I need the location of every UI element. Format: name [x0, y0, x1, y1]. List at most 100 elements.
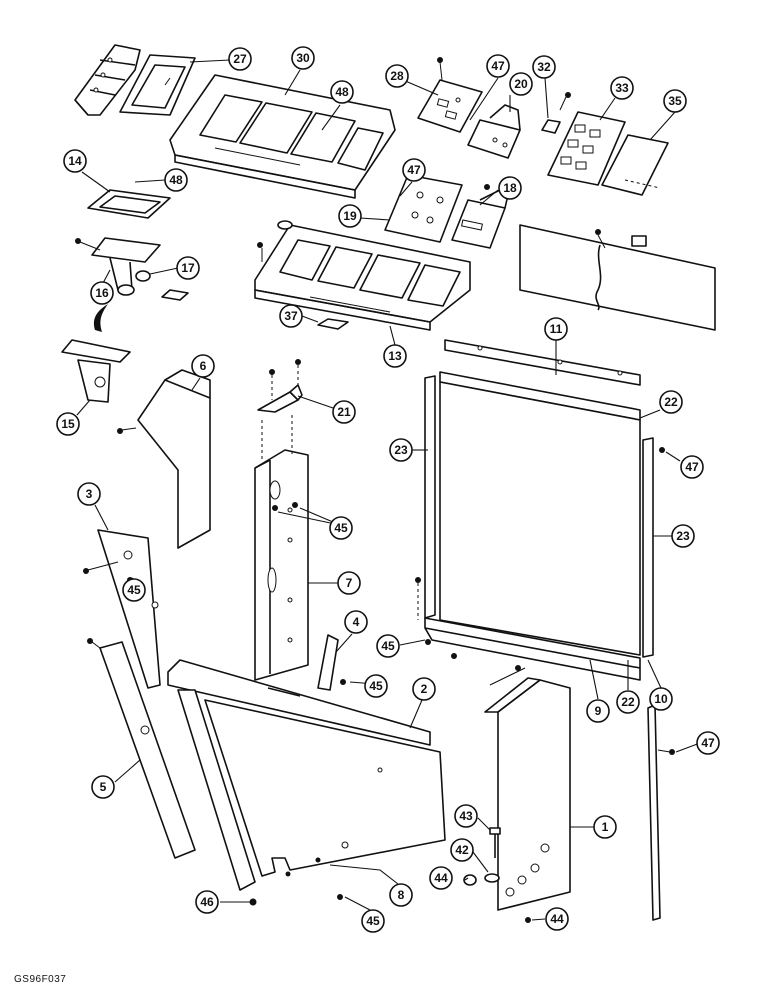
- callout-8: 8: [389, 883, 413, 907]
- callout-10: 10: [649, 687, 673, 711]
- callout-47d: 47: [696, 731, 720, 755]
- part-15-bracket: [61, 339, 131, 403]
- callout-5: 5: [91, 775, 115, 799]
- svg-text:11: 11: [550, 322, 563, 336]
- callout-35: 35: [663, 89, 687, 113]
- svg-text:44: 44: [434, 871, 448, 885]
- callout-23b: 23: [671, 524, 695, 548]
- part-28-plate: [417, 57, 483, 133]
- svg-text:33: 33: [615, 81, 629, 95]
- svg-text:45: 45: [369, 679, 383, 693]
- svg-text:19: 19: [343, 209, 357, 223]
- callout-43: 43: [454, 804, 478, 828]
- svg-text:23: 23: [676, 529, 690, 543]
- svg-text:47: 47: [491, 59, 505, 73]
- svg-text:9: 9: [595, 704, 602, 718]
- bolt-45-lower: [337, 894, 343, 900]
- callout-2: 2: [412, 677, 436, 701]
- callout-9: 9: [586, 699, 610, 723]
- part-30-top-panel: [169, 74, 396, 199]
- part-35-plate: [601, 134, 669, 196]
- callout-14: 14: [63, 149, 87, 173]
- callout-17: 17: [176, 256, 200, 280]
- part-23-strip-left: [424, 375, 436, 619]
- svg-text:6: 6: [200, 359, 207, 373]
- part-7-post: [254, 415, 309, 681]
- svg-text:13: 13: [388, 349, 402, 363]
- svg-text:3: 3: [86, 487, 93, 501]
- callout-47: 47: [486, 54, 510, 78]
- part-6-panel: [117, 369, 211, 549]
- callout-30: 30: [291, 46, 315, 70]
- part-46-fastener: [249, 898, 257, 906]
- callout-45b: 45: [329, 516, 353, 540]
- part-20-bracket: [467, 104, 521, 159]
- callout-48: 48: [330, 80, 354, 104]
- svg-text:20: 20: [514, 77, 528, 91]
- svg-text:48: 48: [169, 173, 183, 187]
- callout-47b: 47: [402, 158, 426, 182]
- callout-1: 1: [593, 815, 617, 839]
- part-37-pad: [317, 318, 349, 330]
- part-14-tray: [87, 189, 171, 219]
- callout-23: 23: [389, 438, 413, 462]
- svg-text:46: 46: [200, 895, 214, 909]
- svg-text:48: 48: [335, 85, 349, 99]
- bolt-45-post-top: [272, 505, 278, 511]
- part-3-panel: [83, 529, 161, 689]
- callout-18: 18: [498, 176, 522, 200]
- svg-text:22: 22: [664, 395, 678, 409]
- part-1-housing: [484, 677, 571, 923]
- part-32-clip: [541, 92, 571, 134]
- callout-16: 16: [90, 281, 114, 305]
- callout-45c: 45: [376, 634, 400, 658]
- callout-42: 42: [450, 838, 474, 862]
- svg-text:14: 14: [68, 154, 82, 168]
- bolt-45-post-top2: [292, 502, 298, 508]
- bolt-45-post: [340, 679, 346, 685]
- callout-4: 4: [344, 610, 368, 634]
- svg-text:17: 17: [181, 261, 195, 275]
- svg-text:45: 45: [127, 583, 141, 597]
- callout-3: 3: [77, 482, 101, 506]
- svg-text:37: 37: [284, 309, 298, 323]
- part-21-gusset: [257, 359, 303, 413]
- svg-text:1: 1: [602, 820, 609, 834]
- callout-22: 22: [659, 390, 683, 414]
- svg-text:44: 44: [550, 912, 564, 926]
- callout-45e: 45: [361, 909, 385, 933]
- svg-text:42: 42: [455, 843, 469, 857]
- callout-13: 13: [383, 344, 407, 368]
- svg-text:7: 7: [346, 576, 353, 590]
- part-9-rail: [424, 617, 641, 681]
- svg-text:15: 15: [61, 417, 75, 431]
- svg-text:16: 16: [95, 286, 109, 300]
- svg-text:47: 47: [407, 163, 421, 177]
- callout-6: 6: [191, 354, 215, 378]
- callout-20: 20: [509, 72, 533, 96]
- figure-code: GS96F037: [14, 974, 67, 985]
- svg-text:45: 45: [366, 914, 380, 928]
- svg-text:5: 5: [100, 780, 107, 794]
- svg-text:45: 45: [334, 521, 348, 535]
- part-44-nut: [463, 874, 477, 886]
- part-33-switch-plate: [547, 111, 626, 186]
- callout-7: 7: [337, 571, 361, 595]
- svg-text:32: 32: [537, 60, 551, 74]
- part-27-tray: [119, 54, 196, 116]
- callout-11: 11: [544, 317, 568, 341]
- svg-text:47: 47: [701, 736, 715, 750]
- part-42-washer: [484, 873, 500, 883]
- assembly-arrow: [93, 304, 108, 332]
- callout-27: 27: [228, 47, 252, 71]
- part-18-bracket: [451, 184, 509, 249]
- callout-28: 28: [385, 64, 409, 88]
- svg-text:21: 21: [337, 405, 351, 419]
- part-4-bracket: [317, 634, 339, 691]
- svg-text:35: 35: [668, 94, 682, 108]
- callout-33: 33: [610, 76, 634, 100]
- part-23-strip-right: [642, 437, 654, 658]
- callout-15: 15: [56, 412, 80, 436]
- svg-text:27: 27: [233, 52, 247, 66]
